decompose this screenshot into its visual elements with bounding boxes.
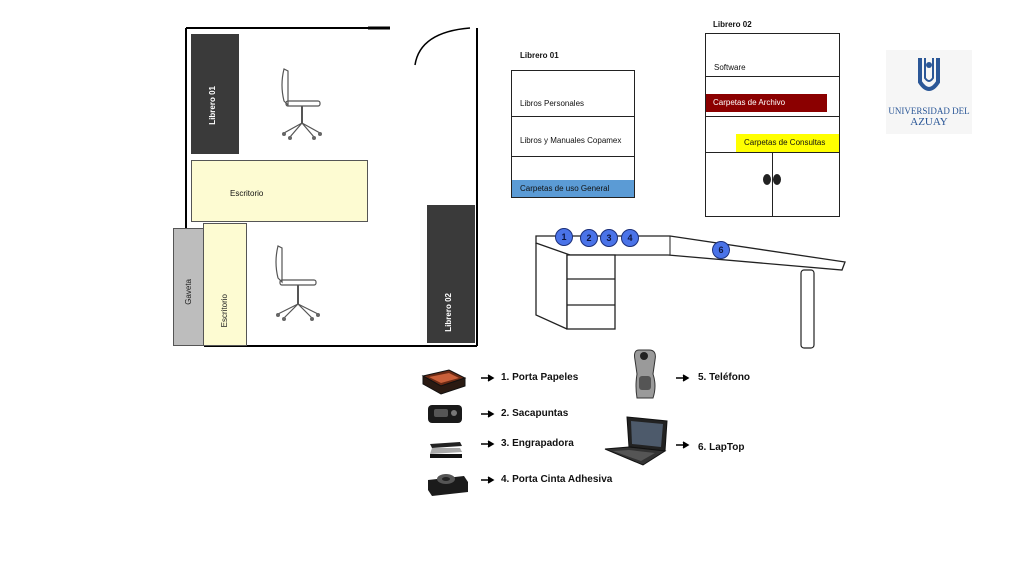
- legend-item-5: 5. Teléfono: [698, 372, 751, 383]
- desk-marker: 2: [580, 229, 598, 247]
- shelf-01-row: Libros y Manuales Copamex: [512, 116, 634, 157]
- shelf-02-frame: Software Carpetas de Archivo Carpetas de…: [705, 33, 840, 217]
- arrow-icon: [481, 440, 495, 448]
- gaveta-label: Gaveta: [184, 279, 193, 305]
- shelf-02-divider: [706, 152, 839, 153]
- logo-line2: AZUAY: [910, 116, 948, 128]
- phone-icon: [634, 349, 656, 399]
- shelf-02-row-label: Carpetas de Consultas: [744, 138, 826, 147]
- arrow-icon: [481, 410, 495, 418]
- librero-02-label: Librero 02: [444, 293, 453, 332]
- gaveta-block: Gaveta: [173, 228, 205, 346]
- shelf-02-title: Librero 02: [713, 20, 752, 29]
- legend-item-6: 6. LapTop: [698, 442, 745, 453]
- logo-line1: UNIVERSIDAD DEL: [888, 106, 970, 116]
- shelf-01-title: Librero 01: [520, 51, 559, 60]
- cabinet-handle-icon: [763, 174, 771, 185]
- cabinet-door-divider: [772, 153, 773, 216]
- room-walls: [185, 26, 478, 347]
- shelf-02-row: Software: [706, 34, 839, 77]
- shelf-02-row-label: Software: [714, 63, 746, 72]
- shelf-02-row-label: Carpetas de Archivo: [713, 98, 786, 107]
- legend-item-4: 4. Porta Cinta Adhesiva: [501, 474, 613, 485]
- paper-tray-icon: [421, 369, 467, 395]
- arrow-icon: [676, 374, 690, 382]
- laptop-icon: [604, 416, 668, 466]
- university-logo: UNIVERSIDAD DEL AZUAY: [886, 50, 972, 134]
- shelf-01-frame: Libros Personales Libros y Manuales Copa…: [511, 70, 635, 198]
- desk-marker: 4: [621, 229, 639, 247]
- chair-icon: [275, 245, 320, 321]
- shelf-01-row-label: Carpetas de uso General: [520, 184, 610, 193]
- escritorio-top-label: Escritorio: [230, 189, 264, 198]
- l-desk-drawing: [535, 235, 846, 349]
- tape-dispenser-icon: [428, 474, 468, 496]
- shelf-02-divider: [706, 116, 839, 117]
- shelf-01-row: Libros Personales: [512, 71, 634, 117]
- stapler-icon: [430, 442, 462, 458]
- chair-icon: [281, 68, 322, 140]
- escritorio-side: Escritorio: [203, 223, 247, 346]
- arrow-icon: [676, 441, 690, 449]
- cabinet-handle-icon: [773, 174, 781, 185]
- legend-item-1: 1. Porta Papeles: [501, 372, 579, 383]
- escritorio-side-label: Escritorio: [220, 294, 229, 328]
- desk-marker: 1: [555, 228, 573, 246]
- desk-marker: 6: [712, 241, 730, 259]
- shelf-02-row-yellow: Carpetas de Consultas: [736, 134, 839, 152]
- librero-02-block: Librero 02: [427, 205, 475, 343]
- shelf-02-row-red: Carpetas de Archivo: [706, 94, 827, 112]
- university-emblem-icon: [918, 58, 940, 91]
- arrow-icon: [481, 476, 495, 484]
- escritorio-top: Escritorio: [191, 160, 368, 222]
- librero-01-block: Librero 01: [191, 34, 239, 154]
- desk-marker: 3: [600, 229, 618, 247]
- shelf-01-row-label: Libros y Manuales Copamex: [520, 136, 622, 145]
- shelf-01-row-label: Libros Personales: [520, 99, 585, 108]
- legend-item-2: 2. Sacapuntas: [501, 408, 569, 419]
- legend-item-3: 3. Engrapadora: [501, 438, 574, 449]
- librero-01-label: Librero 01: [208, 86, 217, 125]
- sharpener-icon: [428, 405, 462, 423]
- arrow-icon: [481, 374, 495, 382]
- shelf-01-row-blue: Carpetas de uso General: [512, 180, 634, 197]
